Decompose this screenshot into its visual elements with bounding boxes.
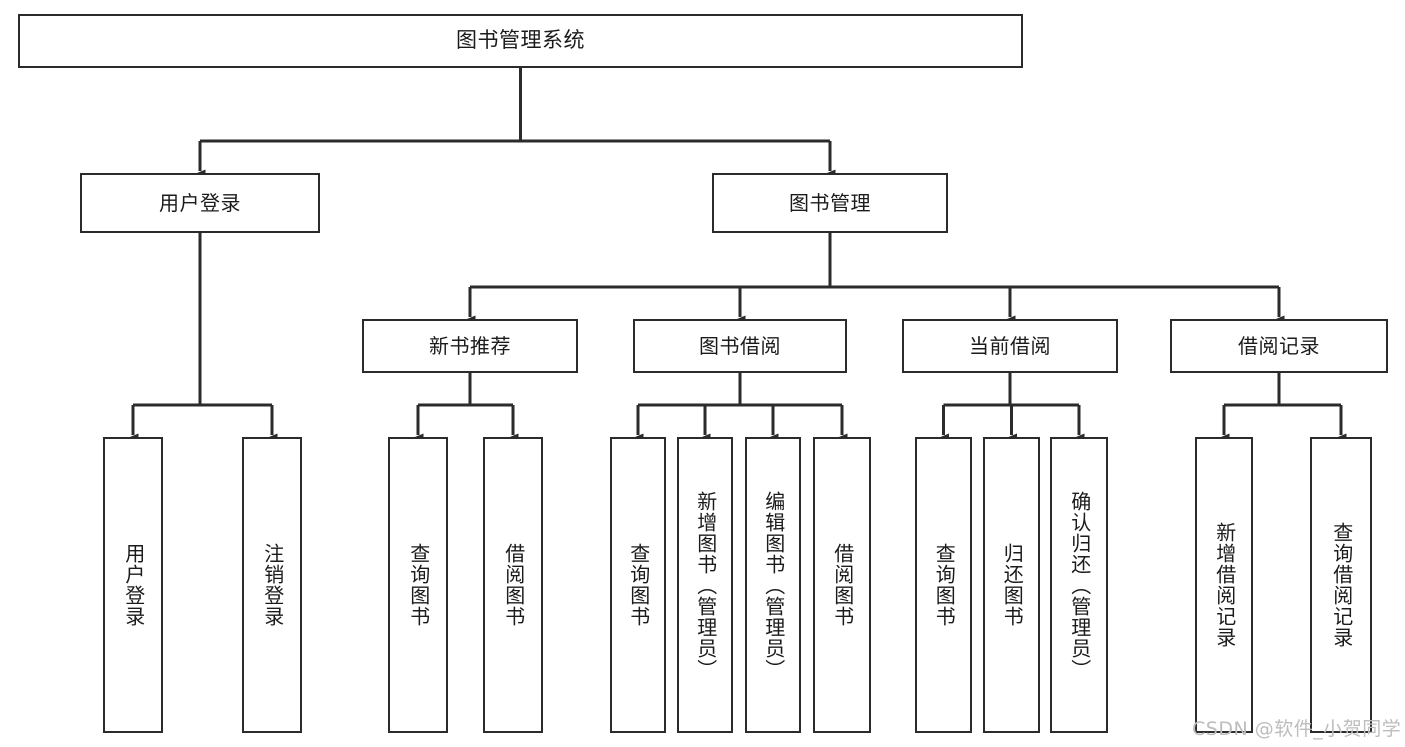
- node-user-login[interactable]: 用户登录: [80, 173, 320, 233]
- node-leaf-confirm-return-label: 确认归还（管理员）: [1067, 490, 1092, 680]
- node-leaf-query-book-3-label: 查询图书: [932, 543, 957, 627]
- node-root[interactable]: 图书管理系统: [18, 14, 1023, 68]
- node-borrow-record-label: 借阅记录: [1238, 333, 1320, 358]
- watermark-text: CSDN @软件_小贺同学: [1192, 718, 1402, 740]
- node-book-borrow[interactable]: 图书借阅: [633, 319, 847, 373]
- node-leaf-query-borrow-record[interactable]: 查询借阅记录: [1310, 437, 1372, 733]
- node-leaf-query-book-2[interactable]: 查询图书: [610, 437, 666, 733]
- node-leaf-add-borrow-record[interactable]: 新增借阅记录: [1195, 437, 1253, 733]
- node-book-management[interactable]: 图书管理: [712, 173, 948, 233]
- node-current-borrow[interactable]: 当前借阅: [902, 319, 1118, 373]
- node-leaf-add-book-admin-label: 新增图书（管理员）: [693, 490, 718, 680]
- node-book-borrow-label: 图书借阅: [699, 333, 781, 358]
- node-new-book-recommend[interactable]: 新书推荐: [362, 319, 578, 373]
- node-user-login-label: 用户登录: [159, 190, 241, 215]
- node-leaf-query-book-1-label: 查询图书: [406, 543, 431, 627]
- node-leaf-query-borrow-record-label: 查询借阅记录: [1329, 522, 1354, 648]
- node-leaf-return-book[interactable]: 归还图书: [983, 437, 1040, 733]
- node-leaf-return-book-label: 归还图书: [1000, 543, 1025, 627]
- node-leaf-query-book-1[interactable]: 查询图书: [388, 437, 448, 733]
- node-leaf-edit-book-admin[interactable]: 编辑图书（管理员）: [745, 437, 801, 733]
- node-leaf-confirm-return[interactable]: 确认归还（管理员）: [1050, 437, 1108, 733]
- node-leaf-borrow-book-2-label: 借阅图书: [830, 543, 855, 627]
- node-leaf-edit-book-admin-label: 编辑图书（管理员）: [761, 490, 786, 680]
- node-root-label: 图书管理系统: [456, 28, 585, 53]
- node-leaf-logout-login-label: 注销登录: [260, 543, 285, 627]
- node-leaf-borrow-book-2[interactable]: 借阅图书: [813, 437, 871, 733]
- node-leaf-user-login-label: 用户登录: [121, 543, 146, 627]
- node-new-book-recommend-label: 新书推荐: [429, 333, 511, 358]
- node-borrow-record[interactable]: 借阅记录: [1170, 319, 1388, 373]
- node-current-borrow-label: 当前借阅: [969, 333, 1051, 358]
- node-leaf-add-borrow-record-label: 新增借阅记录: [1212, 522, 1237, 648]
- node-leaf-logout-login[interactable]: 注销登录: [242, 437, 302, 733]
- node-leaf-user-login[interactable]: 用户登录: [103, 437, 163, 733]
- node-leaf-query-book-2-label: 查询图书: [626, 543, 651, 627]
- node-leaf-query-book-3[interactable]: 查询图书: [915, 437, 972, 733]
- node-leaf-borrow-book-1-label: 借阅图书: [501, 543, 526, 627]
- node-leaf-borrow-book-1[interactable]: 借阅图书: [483, 437, 543, 733]
- node-book-management-label: 图书管理: [789, 190, 871, 215]
- node-leaf-add-book-admin[interactable]: 新增图书（管理员）: [677, 437, 733, 733]
